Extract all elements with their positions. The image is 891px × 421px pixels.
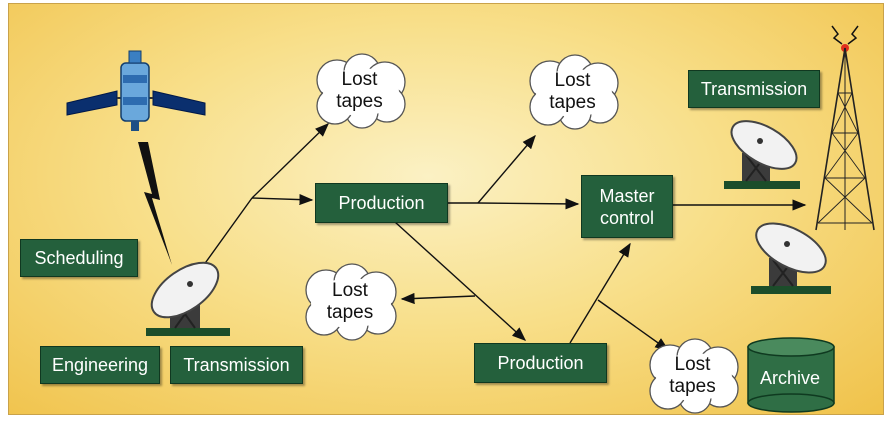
arrow-to-production-bottom <box>394 221 527 341</box>
arrow-to-master-control-from-production <box>569 242 631 344</box>
cloud-label: Lost tapes <box>669 354 716 397</box>
cloud-label: Lost tapes <box>336 69 383 112</box>
archive-label: Archive <box>759 368 821 388</box>
archive-cylinder-icon <box>747 337 835 413</box>
lost-tapes-cloud-middle-left: Lost tapes <box>296 262 404 342</box>
arrow-to-lost-tapes-top-right <box>477 134 536 204</box>
lost-tapes-cloud-top-right: Lost tapes <box>520 53 625 131</box>
satellite-dish-bottom-right-icon <box>751 222 831 294</box>
engineering-box: Engineering <box>40 346 160 384</box>
lightning-bolt-icon <box>138 142 172 265</box>
transmission-box-right: Transmission <box>688 70 820 108</box>
broadcast-tower-icon <box>815 25 875 231</box>
cloud-label: Lost tapes <box>326 280 374 323</box>
cloud-shape <box>529 54 619 130</box>
lost-tapes-cloud-bottom-right: Lost tapes <box>640 337 745 415</box>
cloud-shape <box>305 263 397 341</box>
master-control-box: Master control <box>581 175 673 238</box>
arrow-to-lost-tapes-top-left <box>251 123 330 199</box>
arrow-to-production-top <box>251 193 314 206</box>
cloud-label: Lost tapes <box>549 70 596 113</box>
cloud-shape <box>649 338 739 414</box>
arrow-to-lost-tapes-middle <box>400 292 476 305</box>
satellite-icon <box>66 50 206 131</box>
scheduling-box: Scheduling <box>20 239 138 277</box>
production-box-bottom: Production <box>474 343 607 383</box>
transmission-box-left: Transmission <box>170 346 303 384</box>
cloud-shape <box>316 53 406 129</box>
satellite-dish-left-icon <box>146 261 230 336</box>
satellite-dish-top-right-icon <box>724 120 800 189</box>
arrow-to-master-control <box>477 198 580 210</box>
lost-tapes-cloud-top-left: Lost tapes <box>307 52 412 130</box>
arrow-to-lost-tapes-bottom-right <box>597 299 670 351</box>
production-box-top: Production <box>315 183 448 223</box>
